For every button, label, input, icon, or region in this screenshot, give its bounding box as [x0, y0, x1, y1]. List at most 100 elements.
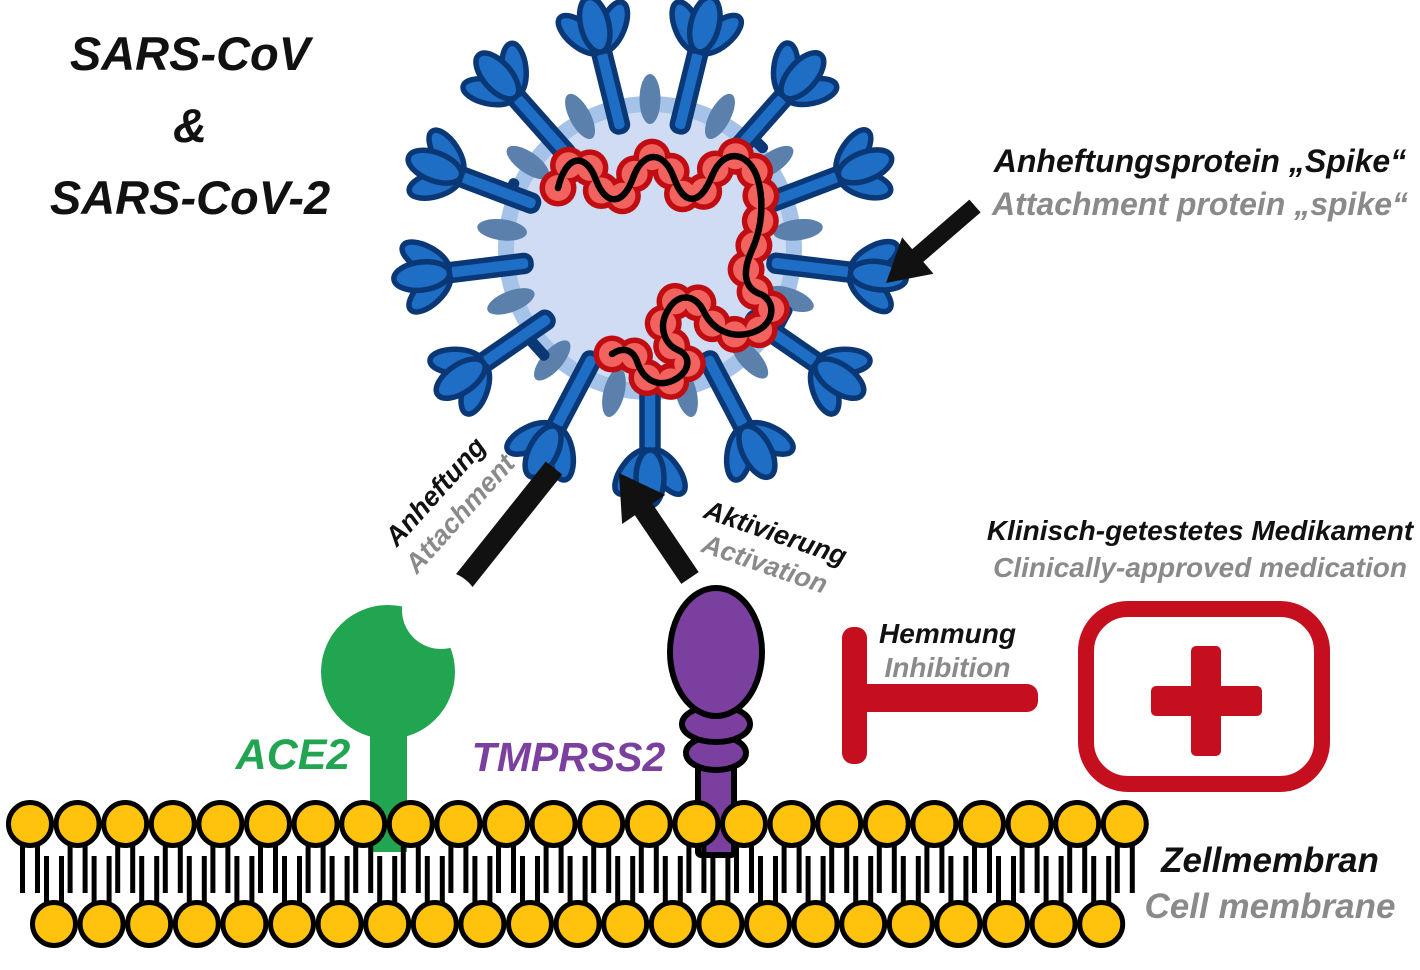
lipid-head [1077, 900, 1126, 948]
diagram-title: SARS-CoV & SARS-CoV-2 [20, 18, 360, 234]
lipid-head [386, 800, 435, 848]
medication-cross-icon [1078, 601, 1330, 792]
lipid-head [791, 900, 840, 948]
lipid-head [315, 900, 364, 948]
virus-particle-icon [391, 0, 909, 509]
spike-protein-icon [405, 127, 542, 214]
membrane-protein-icon [534, 340, 571, 381]
title-line2: & [173, 99, 207, 152]
lipid-head [1100, 800, 1149, 848]
inhibition-label-en: Inhibition [884, 652, 1011, 683]
lipid-head [291, 800, 340, 848]
lipid-head [696, 900, 745, 948]
inhibition-label: Hemmung Inhibition [845, 617, 1050, 685]
medication-label-en: Clinically-approved medication [993, 552, 1407, 583]
membrane-label-en: Cell membrane [1144, 887, 1396, 926]
lipid-head [506, 900, 554, 948]
title-line3: SARS-CoV-2 [49, 171, 331, 224]
spike-protein-icon [391, 239, 534, 315]
spike-protein-icon [698, 350, 796, 483]
lipid-head [30, 900, 78, 948]
lipid-head [1005, 800, 1054, 848]
spike-label-en: Attachment protein „spike“ [991, 186, 1409, 222]
lipid-head [601, 900, 650, 948]
membrane-protein-icon [773, 218, 823, 241]
membrane-protein-icon [477, 218, 527, 241]
lipid-head [767, 800, 816, 848]
spike-label-de: Anheftungsprotein „Spike“ [993, 143, 1407, 179]
lipid-head [339, 800, 388, 848]
spike-protein-icon [669, 0, 745, 135]
membrane-protein-icon [506, 145, 550, 180]
cross-horizontal [1151, 686, 1262, 716]
lipid-head [862, 800, 911, 848]
lipid-head [1029, 900, 1078, 948]
spike-pointer-arrow-icon [886, 199, 981, 283]
lipid-head [624, 800, 673, 848]
spike-protein-icon [766, 238, 909, 315]
spike-protein-icon [555, 0, 631, 135]
activation-arrow-icon [619, 473, 699, 584]
lipid-head [839, 900, 888, 948]
lipid-tails [20, 843, 1135, 905]
lipid-head [244, 800, 292, 848]
membrane-protein-icon [487, 288, 535, 315]
cell-membrane-icon [6, 800, 1149, 948]
spike-protein-label: Anheftungsprotein „Spike“ Attachment pro… [985, 140, 1415, 226]
spike-protein-icon [427, 309, 556, 417]
lipid-head [268, 900, 316, 948]
medication-box [1078, 601, 1330, 792]
membrane-protein-icon [704, 93, 735, 140]
cell-membrane-label: Zellmembran Cell membrane [1140, 838, 1400, 930]
membrane-protein-icon [602, 368, 626, 417]
lipid-head [886, 900, 935, 948]
membrane-label-de: Zellmembran [1161, 841, 1379, 880]
lipid-head [434, 800, 483, 848]
lipid-head [220, 900, 269, 948]
inhibition-tbar-icon [842, 627, 1038, 764]
envelope-dash-icon [526, 336, 550, 361]
inhibition-label-de: Hemmung [879, 618, 1016, 649]
lipid-head [648, 900, 697, 948]
lipid-head [53, 800, 102, 848]
ace2-binding-notch [402, 571, 480, 649]
medication-label-de: Klinisch-getestetes Medikament [986, 515, 1414, 546]
spike-protein-icon [504, 350, 602, 483]
membrane-protein-icon [565, 93, 596, 140]
lipid-head [958, 800, 1006, 848]
lipid-head [910, 800, 959, 848]
lipid-head [482, 800, 530, 848]
lipid-head [982, 900, 1030, 948]
lipid-head [934, 900, 983, 948]
lipid-head [815, 800, 864, 848]
lipid-head [1053, 800, 1102, 848]
lipid-head [577, 800, 626, 848]
title-line1: SARS-CoV [69, 27, 311, 80]
lipid-head [363, 900, 412, 948]
lipid-head [720, 800, 768, 848]
rna-genome-icon [539, 137, 790, 400]
lipid-head [172, 900, 221, 948]
ace2-label: ACE2 [235, 731, 351, 779]
lipid-head [125, 900, 174, 948]
lipid-head [77, 900, 126, 948]
tbar-horizontal [850, 684, 1038, 712]
lipid-head [148, 800, 197, 848]
ace2-receptor-icon [321, 571, 480, 852]
spike-protein-icon [723, 40, 840, 164]
lipid-head [458, 900, 507, 948]
lipid-head [410, 900, 459, 948]
tmprss2-label: TMPRSS2 [471, 734, 666, 780]
lipid-head [553, 900, 602, 948]
spike-protein-icon [758, 127, 895, 214]
lipid-head [672, 800, 721, 848]
medication-label: Klinisch-getestetes Medikament Clinicall… [985, 512, 1415, 586]
lipid-head [744, 900, 792, 948]
lipid-head [6, 800, 54, 848]
membrane-protein-icon [639, 74, 661, 124]
tmprss2-head [667, 585, 765, 719]
lipid-head [196, 800, 245, 848]
lipid-head [529, 800, 578, 848]
